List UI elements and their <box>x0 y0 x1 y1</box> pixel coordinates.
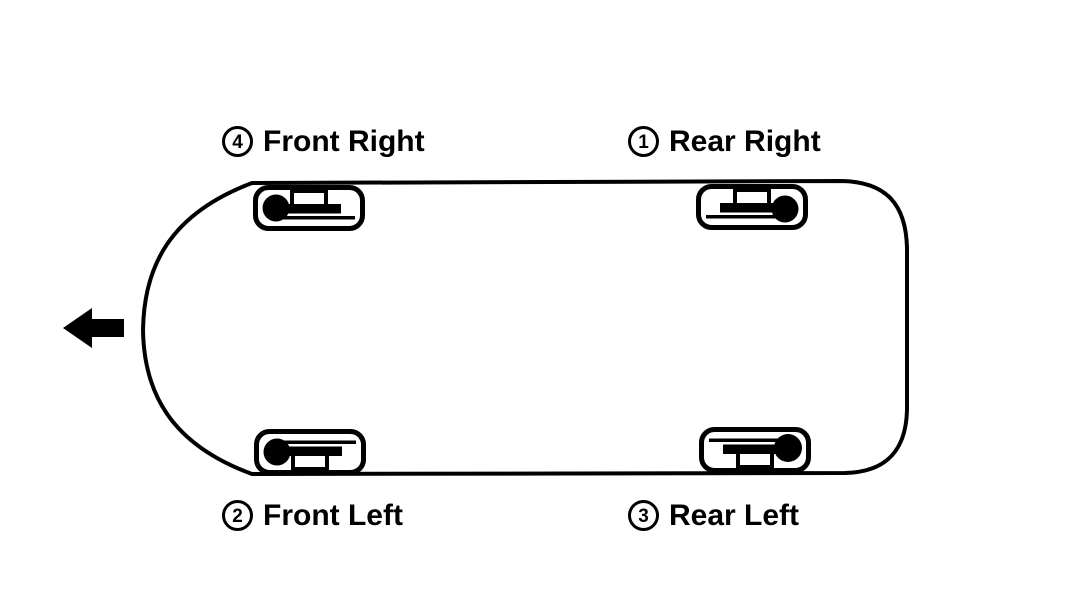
label-front-left-text: Front Left <box>263 498 403 532</box>
circled-number-4: 4 <box>222 126 253 157</box>
label-rear-right-text: Rear Right <box>669 124 821 158</box>
front-direction-arrow-icon <box>63 308 124 348</box>
label-front-right-text: Front Right <box>263 124 425 158</box>
label-front-right: 4 Front Right <box>222 126 425 157</box>
circled-number-2: 2 <box>222 500 253 531</box>
circled-number-3: 3 <box>628 500 659 531</box>
wheel-sensor-rear-left <box>699 427 811 473</box>
label-front-left: 2 Front Left <box>222 500 403 531</box>
wheel-sensor-front-left <box>254 429 366 475</box>
wheel-sensor-front-right <box>253 185 365 231</box>
label-rear-right: 1 Rear Right <box>628 126 821 157</box>
wheel-sensor-rear-right <box>696 184 808 230</box>
circled-number-1: 1 <box>628 126 659 157</box>
label-rear-left-text: Rear Left <box>669 498 800 532</box>
label-rear-left: 3 Rear Left <box>628 500 799 531</box>
